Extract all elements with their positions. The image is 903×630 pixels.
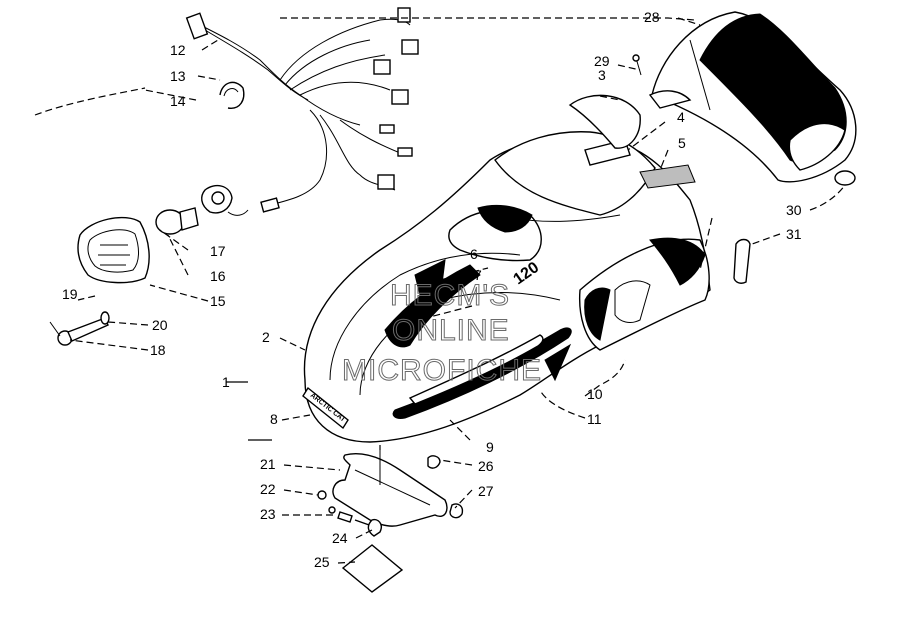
wiring-harness	[185, 7, 419, 213]
windshield	[648, 11, 857, 183]
hood-bracket	[317, 450, 464, 593]
callout-2: 2	[262, 329, 270, 345]
callout-29: 29	[594, 53, 610, 69]
callout-21: 21	[260, 456, 276, 472]
callout-28: 28	[644, 9, 660, 25]
watermark: HECM'S ONLINE MICROFICHE	[342, 279, 542, 388]
callout-31: 31	[786, 226, 802, 242]
callout-4: 4	[677, 109, 685, 125]
callout-8: 8	[270, 411, 278, 427]
headlight-assembly	[49, 184, 249, 346]
callout-11: 11	[587, 411, 602, 427]
callout-27: 27	[478, 483, 494, 499]
leader-lines	[69, 17, 846, 564]
watermark-line-3: MICROFICHE	[342, 354, 542, 387]
callout-16: 16	[210, 268, 226, 284]
callout-24: 24	[332, 530, 348, 546]
callout-12: 12	[170, 42, 186, 58]
clamp	[219, 81, 245, 109]
cable	[34, 87, 146, 116]
hood: 120 ARCTIC CAT	[302, 131, 711, 443]
deflector	[568, 94, 641, 149]
screw	[632, 54, 642, 76]
callout-15: 15	[210, 293, 226, 309]
callout-9: 9	[486, 439, 494, 455]
callout-30: 30	[786, 202, 802, 218]
callout-13: 13	[170, 68, 186, 84]
callout-3: 3	[598, 67, 606, 83]
callout-20: 20	[152, 317, 168, 333]
callout-7: 7	[474, 267, 482, 283]
callout-19: 19	[62, 286, 78, 302]
callout-labels: 1 2 3 4 5 6 7 8 9 10 11 12 13 14 15 16 1…	[62, 9, 802, 570]
callout-25: 25	[314, 554, 330, 570]
callout-23: 23	[260, 506, 276, 522]
watermark-line-2: ONLINE	[392, 314, 510, 347]
watermark-line-1: HECM'S	[390, 279, 510, 312]
callout-10: 10	[587, 386, 603, 402]
callout-6: 6	[470, 246, 478, 262]
callout-1: 1	[222, 374, 230, 390]
callout-5: 5	[678, 135, 686, 151]
grommet	[834, 170, 856, 186]
callout-18: 18	[150, 342, 166, 358]
callout-14: 14	[170, 93, 186, 109]
callout-26: 26	[478, 458, 494, 474]
emblem	[733, 238, 751, 284]
callout-17: 17	[210, 243, 226, 259]
callout-22: 22	[260, 481, 276, 497]
